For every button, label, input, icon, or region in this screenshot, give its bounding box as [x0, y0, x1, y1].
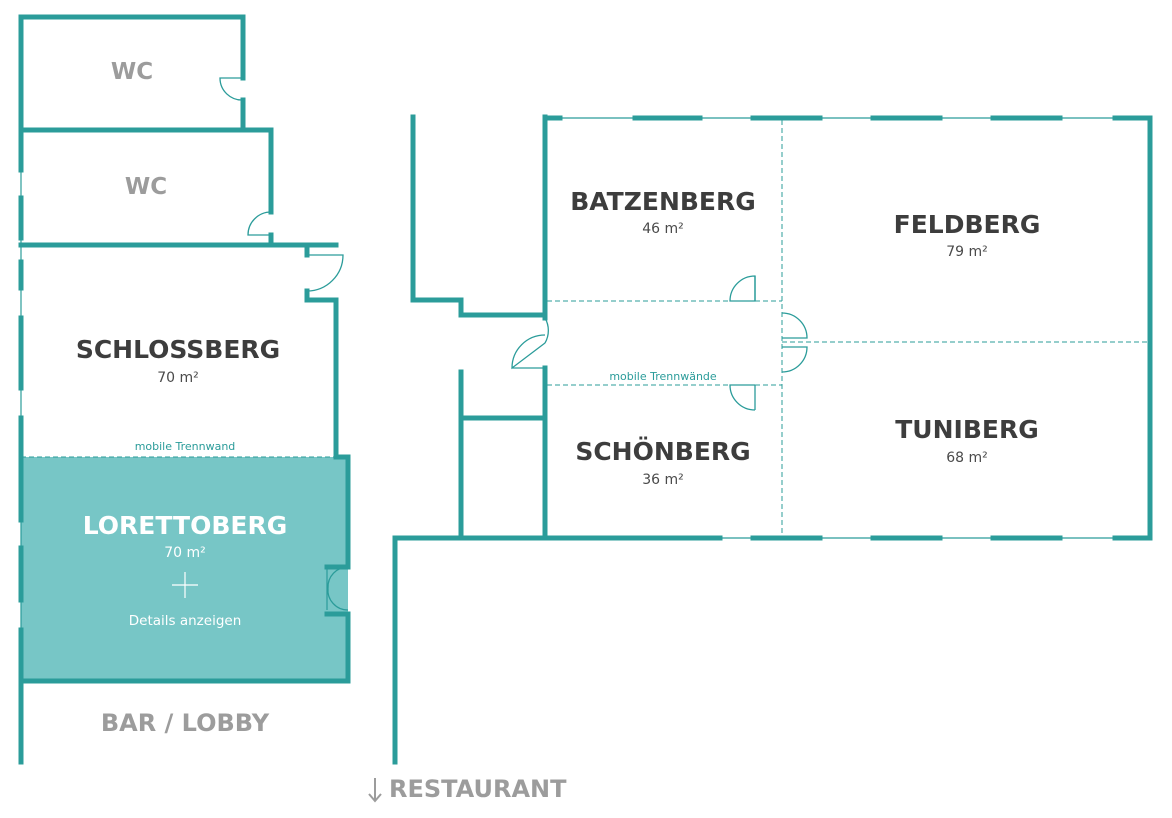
wc-top-label: WC: [111, 59, 153, 85]
lorettoberg-room-area[interactable]: [21, 457, 348, 681]
tuniberg-name[interactable]: TUNIBERG: [895, 415, 1038, 444]
right-partitions-hint: mobile Trennwände: [609, 370, 717, 383]
feldberg-name[interactable]: FELDBERG: [894, 210, 1041, 239]
schlossberg-walls: [21, 242, 344, 460]
restaurant-label: RESTAURANT: [389, 775, 567, 803]
wc-bottom-label: WC: [125, 174, 167, 200]
lorettoberg-name[interactable]: LORETTOBERG: [83, 511, 287, 540]
lorettoberg-walls: [18, 454, 351, 684]
schoenberg-area: 36 m²: [642, 472, 684, 488]
batzenberg-area: 46 m²: [642, 221, 684, 237]
left-partition-hint: mobile Trennwand: [135, 440, 236, 453]
details-link[interactable]: Details anzeigen: [129, 613, 242, 629]
schlossberg-name[interactable]: SCHLOSSBERG: [76, 335, 280, 364]
west-wall-rooms: [511, 114, 549, 539]
schlossberg-area: 70 m²: [157, 370, 199, 386]
schoenberg-name[interactable]: SCHÖNBERG: [575, 436, 750, 466]
batzenberg-name[interactable]: BATZENBERG: [570, 187, 756, 216]
wc-top-walls: [18, 14, 274, 133]
tuniberg-area: 68 m²: [946, 450, 988, 466]
corridor-wall: [410, 114, 548, 318]
south-wall: [392, 535, 1153, 765]
feldberg-area: 79 m²: [946, 244, 988, 260]
bar-lobby-label: BAR / LOBBY: [101, 709, 270, 737]
partition-doors: [729, 275, 808, 411]
arrow-down-icon: [368, 778, 382, 803]
mobile-partitions: [547, 120, 1148, 536]
lorettoberg-area: 70 m²: [164, 545, 206, 561]
plus-icon[interactable]: [172, 572, 198, 598]
wc-bottom-walls: [18, 127, 339, 248]
